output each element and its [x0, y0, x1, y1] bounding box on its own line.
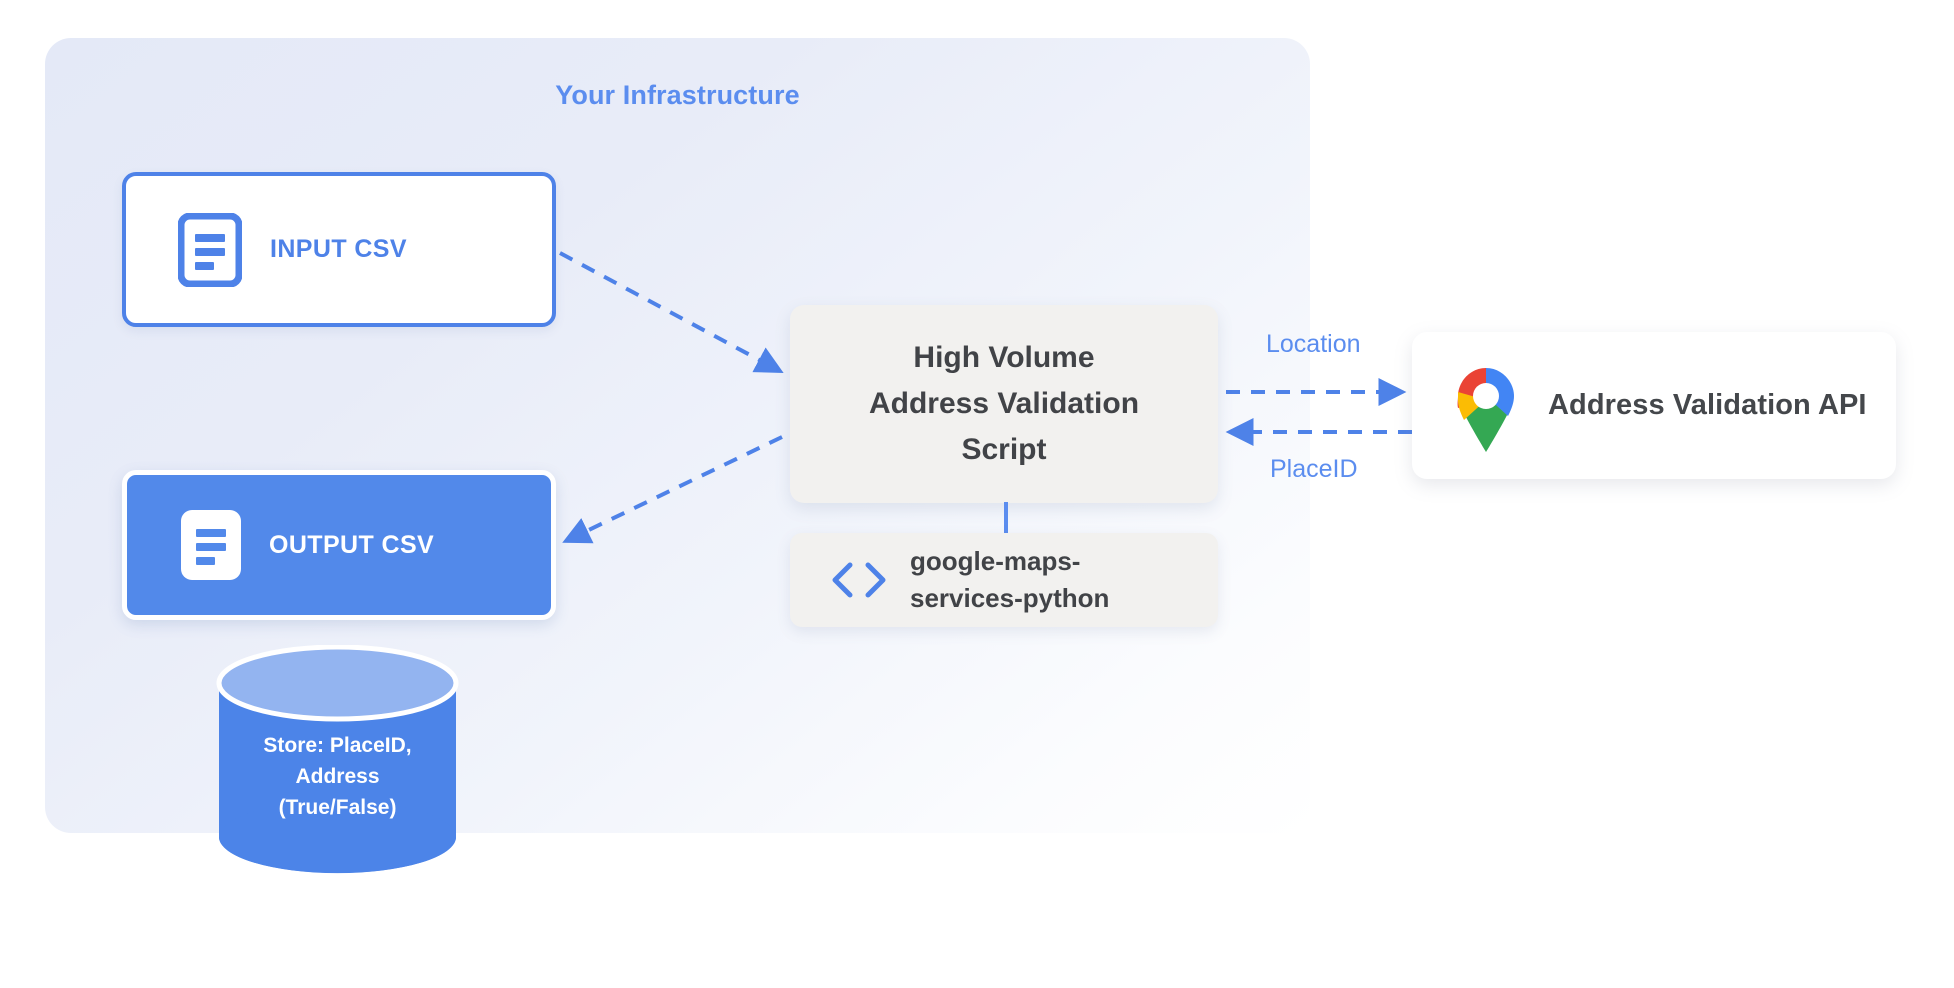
script-line-2: Address Validation	[868, 387, 1140, 420]
input-csv-node[interactable]: INPUT CSV	[122, 172, 556, 327]
script-node[interactable]: High Volume Address Validation Script	[790, 305, 1218, 503]
library-node[interactable]: google-maps- services-python	[790, 533, 1218, 627]
script-library-connector	[1004, 502, 1008, 535]
library-line-2: services-python	[910, 583, 1110, 613]
output-csv-node[interactable]: OUTPUT CSV	[122, 470, 556, 620]
google-maps-pin-icon	[1457, 367, 1514, 452]
library-text: google-maps- services-python	[910, 543, 1109, 617]
output-csv-label: OUTPUT CSV	[269, 530, 435, 559]
library-line-1: google-maps-	[910, 546, 1081, 576]
panel-title: Your Infrastructure	[555, 80, 800, 110]
script-line-3: Script	[961, 433, 1047, 466]
input-csv-label: INPUT CSV	[270, 235, 407, 263]
address-validation-api-node[interactable]: Address Validation API	[1412, 332, 1896, 479]
script-line-1: High Volume	[913, 341, 1095, 374]
edge-label-location: Location	[1266, 330, 1361, 358]
edge-label-placeid: PlaceID	[1270, 455, 1358, 483]
document-icon	[181, 510, 241, 580]
api-label: Address Validation API	[1548, 389, 1867, 421]
document-icon	[178, 212, 242, 287]
script-text: High Volume Address Validation Script	[849, 335, 1159, 473]
database-cylinder[interactable]	[215, 645, 460, 875]
code-brackets-icon	[832, 562, 886, 598]
